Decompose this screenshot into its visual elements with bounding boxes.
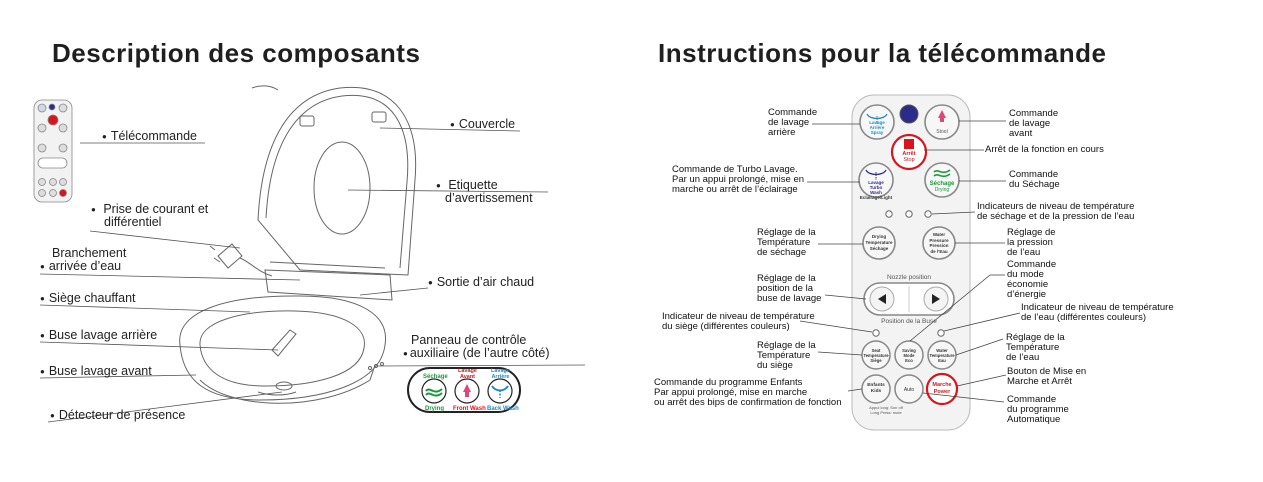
callout-eco: Commande du mode économie d’énergie (1007, 259, 1057, 300)
label-panneau: Panneau de contrôle ●auxiliaire (de l’au… (403, 333, 550, 360)
callout-indicateurs: Indicateurs de niveau de température de … (977, 201, 1135, 222)
panel-back-wash: Back Wash (487, 406, 519, 412)
btn-sechage[interactable]: Séchage Drying (929, 181, 955, 193)
auxiliary-panel (407, 367, 521, 413)
callout-sechage: Commande du Séchage (1009, 169, 1060, 190)
callout-auto: Commande du programme Automatique (1007, 394, 1069, 425)
label-couvercle: Couvercle (450, 118, 515, 131)
label-branchement: Branchement ●arrivée d’eau (40, 246, 127, 273)
btn-stool[interactable]: Stool (936, 129, 948, 135)
btn-auto[interactable]: Auto (903, 387, 915, 393)
callout-marche: Bouton de Mise en Marche et Arrêt (1007, 366, 1087, 387)
callout-enfants: Commande du programme Enfants Par appui … (654, 377, 842, 408)
nozzle-right-button[interactable] (924, 287, 948, 311)
callout-pression: Réglage de la pression de l’eau (1007, 227, 1056, 258)
callout-turbo: Commande de Turbo Lavage. Par un appui p… (672, 164, 805, 195)
callout-temp-siege: Réglage de la Température du siège (757, 340, 816, 371)
remote-bottom-text: Appui long: Son off Long Press: mute (869, 405, 903, 415)
callout-ind-eau: Indicateur de niveau de température de l… (1021, 302, 1174, 323)
callout-temp-sechage: Réglage de la Température de séchage (757, 227, 816, 258)
components-title: Description des composants (52, 38, 421, 68)
btn-marche-power[interactable]: Marche Power (932, 382, 952, 395)
panel-front-wash: Front Wash (453, 406, 486, 412)
callout-lavage-arriere: Commande de lavage arrière (768, 107, 818, 138)
callout-position-buse: Réglage de la position de la buse de lav… (757, 273, 822, 304)
btn-water-temp[interactable]: Water Temperature Eau (929, 348, 955, 363)
label-buse-arriere: Buse lavage arrière (40, 329, 157, 342)
label-prise: Prise de courant et différentiel (91, 203, 208, 229)
btn-drying-temp[interactable]: Drying Temperature Séchage (865, 234, 893, 251)
position-buse-label: Position de la Buse (881, 318, 937, 325)
callout-arret: Arrêt de la fonction en cours (985, 144, 1104, 155)
label-siege: Siège chauffant (40, 292, 136, 305)
btn-enfants[interactable]: Enfants Kids (867, 383, 885, 394)
nozzle-position-label: Nozzle position (886, 274, 932, 281)
label-telecommande: Télécommande (102, 130, 197, 143)
btn-arret[interactable]: Arrêt Stop (902, 151, 916, 163)
btn-water-pressure[interactable]: Water Pressure Pression de l’Eau (929, 232, 949, 254)
label-detecteur: Détecteur de présence (50, 409, 185, 422)
btn-turbo[interactable]: Lavage Turbo Wash Eclairage/Light (859, 180, 893, 200)
callout-ind-siege: Indicateur de niveau de température du s… (662, 311, 815, 332)
btn-saving-mode[interactable]: Saving Mode Eco (902, 348, 916, 363)
toilet-seat-illustration (33, 85, 586, 423)
remote-miniature (33, 99, 73, 203)
label-etiquette: Etiquette d’avertissement (436, 179, 533, 205)
nozzle-left-button[interactable] (870, 287, 894, 311)
panel-sechage-top: Séchage (423, 374, 448, 380)
panel-drying: Drying (425, 406, 445, 412)
btn-lavage-arriere[interactable]: Lavage Arrière Spray (869, 120, 885, 135)
callout-temp-eau: Réglage de la Température de l’eau (1006, 332, 1065, 363)
label-sortie: Sortie d’air chaud (428, 276, 534, 289)
remote-title: Instructions pour la télécommande (658, 38, 1107, 68)
callout-lavage-avant: Commande de lavage avant (1009, 108, 1059, 139)
label-buse-avant: Buse lavage avant (40, 365, 152, 378)
btn-seat-temp[interactable]: Seat Temperature Siège (863, 348, 889, 363)
